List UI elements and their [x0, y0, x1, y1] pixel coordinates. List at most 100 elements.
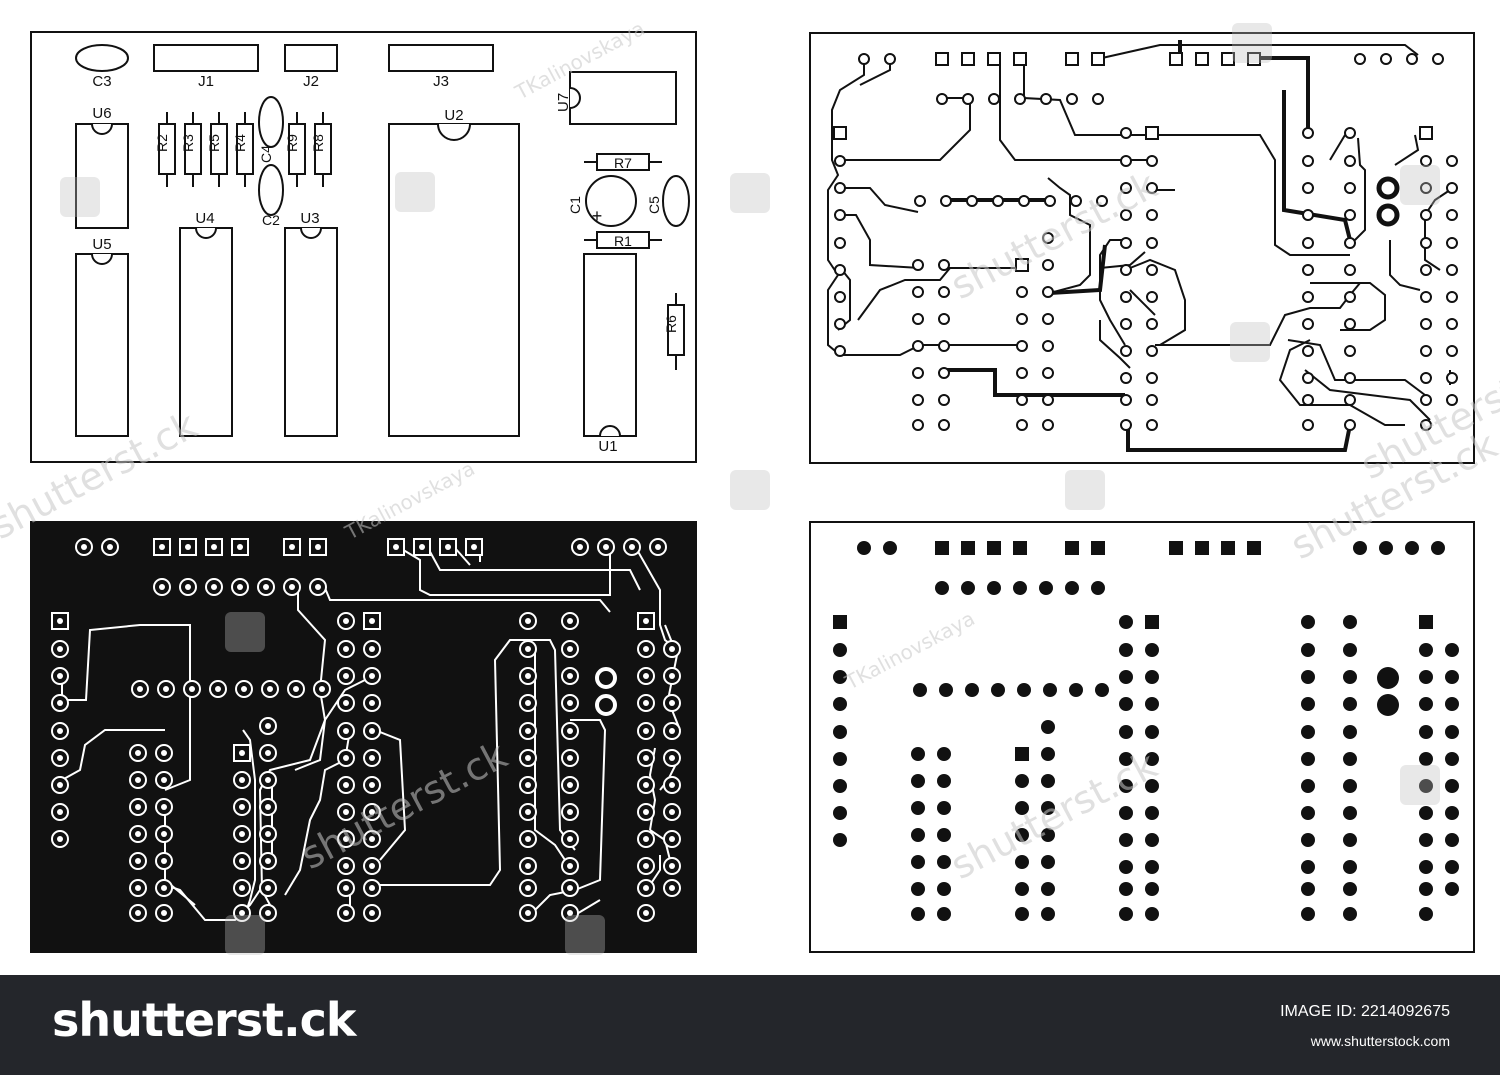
pad-round — [1069, 683, 1083, 697]
pcb-layout-illustration: C3 J1 J2 J3 U7 U6 U5 U4 U3 U2 — [0, 16, 1500, 955]
pad-drill — [343, 618, 349, 624]
pad-drill — [655, 544, 661, 550]
pad-drill — [369, 618, 375, 624]
pad-drill — [343, 863, 349, 869]
pad-round — [1146, 372, 1158, 384]
pad-round — [912, 394, 924, 406]
pad-drill — [643, 673, 649, 679]
pad-round — [1040, 93, 1052, 105]
pad-round — [1120, 264, 1132, 276]
pad-round — [1146, 419, 1158, 431]
pad-round — [1146, 345, 1158, 357]
pad-round — [1146, 182, 1158, 194]
pad-round — [1145, 860, 1159, 874]
pad-round — [1343, 907, 1357, 921]
pad-round — [1146, 291, 1158, 303]
pad-drill — [525, 646, 531, 652]
label-u7: U7 — [555, 93, 572, 112]
label-j3: J3 — [433, 73, 449, 90]
pad-drill — [525, 755, 531, 761]
watermark-badge-icon — [565, 915, 605, 955]
pad-round — [911, 882, 925, 896]
pad-round — [1343, 833, 1357, 847]
pad-round — [1420, 419, 1432, 431]
pad-drill — [57, 728, 63, 734]
pad-round — [913, 683, 927, 697]
pad-round — [912, 313, 924, 325]
pad-round — [911, 828, 925, 842]
pad-round — [1419, 860, 1433, 874]
pad-round — [1119, 860, 1133, 874]
pad-round — [1302, 127, 1314, 139]
pad-round — [1145, 697, 1159, 711]
pad-round — [911, 747, 925, 761]
pad-round — [1146, 264, 1158, 276]
pad-drill — [241, 686, 247, 692]
pad-drill — [567, 673, 573, 679]
pad-drill — [525, 728, 531, 734]
pad-drill — [643, 809, 649, 815]
resistor-r2: R2 — [154, 112, 176, 187]
pad-round — [1120, 182, 1132, 194]
pad-square — [1013, 52, 1027, 66]
pad-round — [1344, 291, 1356, 303]
trace-thick-lines — [943, 40, 1352, 452]
label-r6: R6 — [663, 315, 679, 333]
pad-round — [1446, 372, 1458, 384]
notch-u5 — [91, 253, 113, 265]
label-r5: R5 — [206, 134, 222, 152]
pad-drill — [669, 863, 675, 869]
pad-round — [834, 318, 846, 330]
pad-drill — [669, 885, 675, 891]
pad-round — [1344, 209, 1356, 221]
pad-drill — [211, 544, 217, 550]
pad-drill — [343, 728, 349, 734]
pad-round — [1445, 779, 1459, 793]
label-r4: R4 — [232, 134, 248, 152]
watermark-badge-icon — [730, 173, 770, 213]
pad-round — [1343, 806, 1357, 820]
pad-round — [988, 93, 1000, 105]
pad-round — [1013, 581, 1027, 595]
pad-round — [1119, 806, 1133, 820]
pad-round — [1354, 53, 1366, 65]
pad-round — [1446, 155, 1458, 167]
pad-round — [1041, 720, 1055, 734]
label-u6: U6 — [92, 105, 111, 122]
pad-square — [1013, 541, 1027, 555]
pad-round — [1145, 882, 1159, 896]
pad-drill — [369, 755, 375, 761]
pad-round — [1095, 683, 1109, 697]
pad-round — [1120, 209, 1132, 221]
pad-round — [966, 195, 978, 207]
pad-square — [1015, 258, 1029, 272]
pad-drill — [643, 885, 649, 891]
pad-drill — [57, 755, 63, 761]
pad-round — [1120, 419, 1132, 431]
pad-round — [1344, 394, 1356, 406]
pad-round — [1420, 372, 1432, 384]
pad-round — [1091, 581, 1105, 595]
pad-drill — [265, 885, 271, 891]
watermark-badges — [60, 23, 1440, 955]
pad-drill — [135, 804, 141, 810]
pad-drill — [643, 836, 649, 842]
pad-round — [1119, 643, 1133, 657]
pad-round — [961, 581, 975, 595]
pad-drill — [265, 777, 271, 783]
pad-drill — [567, 700, 573, 706]
label-c5: C5 — [646, 196, 662, 214]
pad-round — [1145, 752, 1159, 766]
pad-square — [1247, 52, 1261, 66]
pad-square — [1015, 747, 1029, 761]
pad-round — [1042, 313, 1054, 325]
drill-board-outline — [809, 521, 1475, 953]
pad-drill — [643, 700, 649, 706]
pad-drill — [643, 910, 649, 916]
pad-round — [858, 53, 870, 65]
pad-round — [1146, 237, 1158, 249]
pad-drill — [239, 831, 245, 837]
pad-drill — [135, 885, 141, 891]
pad-drill — [189, 686, 195, 692]
pad-round — [1302, 264, 1314, 276]
